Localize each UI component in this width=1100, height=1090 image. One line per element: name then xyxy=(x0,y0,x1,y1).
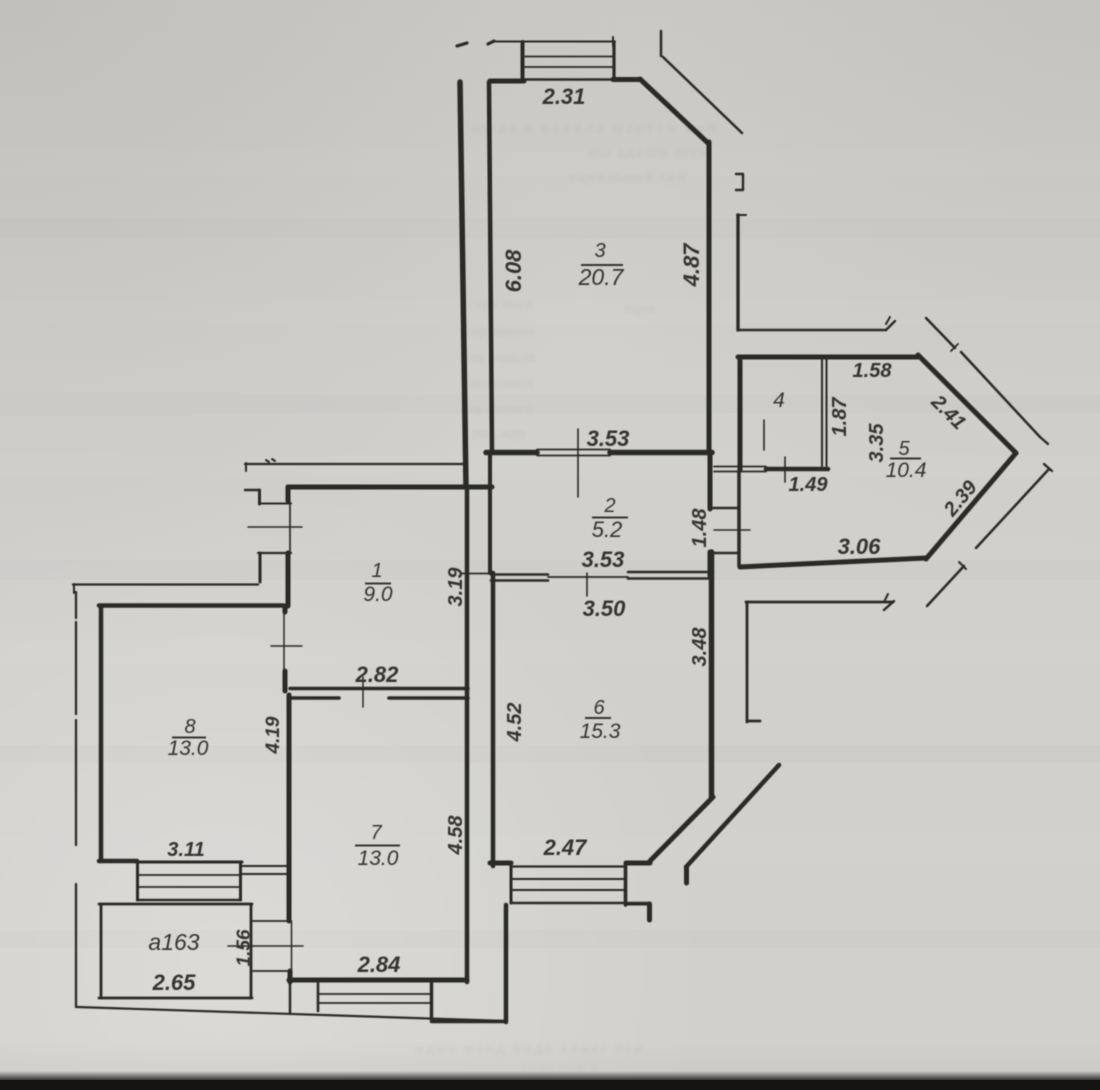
svg-text:7: 7 xyxy=(370,822,382,844)
svg-text:3.19: 3.19 xyxy=(445,567,467,607)
svg-text:1: 1 xyxy=(371,560,382,582)
svg-text:3.35: 3.35 xyxy=(866,423,888,463)
svg-text:3.53: 3.53 xyxy=(582,547,625,572)
svg-text:а163: а163 xyxy=(148,929,199,955)
svg-text:3.50: 3.50 xyxy=(583,596,627,621)
svg-text:13.0: 13.0 xyxy=(168,737,209,760)
svg-text:1.58: 1.58 xyxy=(853,360,893,382)
svg-text:4.58: 4.58 xyxy=(445,815,467,856)
svg-text:2.47: 2.47 xyxy=(543,835,589,860)
svg-text:5: 5 xyxy=(898,438,910,460)
svg-text:9.0: 9.0 xyxy=(363,583,393,606)
svg-text:2: 2 xyxy=(603,495,615,517)
svg-text:15.3: 15.3 xyxy=(580,720,621,743)
svg-text:1.48: 1.48 xyxy=(689,508,711,548)
svg-text:2.65: 2.65 xyxy=(152,970,197,995)
svg-text:4.52: 4.52 xyxy=(504,703,526,743)
svg-text:ред иде: ред иде xyxy=(472,425,527,441)
svg-text:5.2: 5.2 xyxy=(592,517,623,542)
svg-text:тиве котн: тиве котн xyxy=(467,296,533,312)
svg-text:тка вконсп: тка вконсп xyxy=(460,401,534,417)
svg-text:10.4: 10.4 xyxy=(886,459,927,482)
svg-text:20.7: 20.7 xyxy=(578,264,625,290)
svg-text:тцих: тцих xyxy=(624,300,656,316)
svg-text:1.56: 1.56 xyxy=(234,929,255,966)
svg-text:2.84: 2.84 xyxy=(357,952,401,977)
svg-text:3.11: 3.11 xyxy=(167,839,204,861)
svg-text:3.53: 3.53 xyxy=(587,426,630,451)
svg-text:2.31: 2.31 xyxy=(542,84,586,109)
svg-text:1.49: 1.49 xyxy=(789,474,829,496)
svg-text:пяс сеипя: пяс сеипя xyxy=(465,375,534,391)
svg-text:нцияльной тдм: нцияльной тдм xyxy=(568,168,688,184)
svg-text:8: 8 xyxy=(184,716,195,738)
svg-text:4.19: 4.19 xyxy=(263,716,284,754)
svg-text:3: 3 xyxy=(594,240,605,262)
svg-text:3.48: 3.48 xyxy=(689,627,711,667)
svg-text:13.0: 13.0 xyxy=(358,847,399,870)
svg-text:4.87: 4.87 xyxy=(679,242,704,288)
svg-text:6: 6 xyxy=(593,697,605,719)
svg-text:3.06: 3.06 xyxy=(838,534,882,559)
svg-text:2.82: 2.82 xyxy=(355,662,400,687)
svg-text:нов тчмыя: нов тчмыя xyxy=(460,349,535,365)
svg-text:4: 4 xyxy=(773,389,785,412)
svg-text:1.87: 1.87 xyxy=(829,397,851,437)
svg-text:пир авеню: пир авеню xyxy=(461,323,535,339)
svg-text:пыае с ваяила мартем иал: пыае с ваяила мартем иал xyxy=(472,120,719,137)
svg-text:6.08: 6.08 xyxy=(501,249,526,293)
svg-text:мы адеюм огсн: мы адеюм огсн xyxy=(588,144,708,160)
